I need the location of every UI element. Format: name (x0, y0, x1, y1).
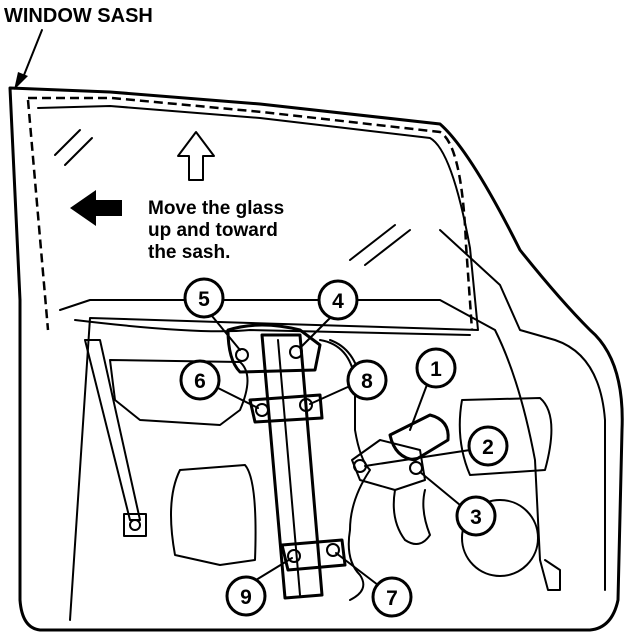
bolt-6 (255, 403, 269, 417)
svg-text:3: 3 (470, 506, 482, 529)
upper-glass-bracket (226, 323, 322, 374)
window-sash-seal-left (26, 99, 50, 331)
bolt-5 (235, 348, 249, 362)
regulator-rail (260, 333, 324, 600)
callout-7: 7 (335, 552, 413, 618)
motor-bolt-3 (409, 461, 423, 475)
door-outline (8, 86, 624, 632)
callout-3: 3 (419, 471, 497, 537)
sash-inner-outline (37, 105, 479, 621)
left-channel-bracket (123, 513, 147, 537)
service-hole-upper (109, 359, 249, 426)
bolt-8 (299, 398, 313, 412)
svg-text:4: 4 (332, 290, 344, 313)
svg-text:9: 9 (240, 586, 252, 609)
up-arrow (177, 131, 215, 181)
left-arrow (70, 190, 122, 226)
svg-text:1: 1 (430, 358, 442, 381)
mid-bracket (248, 393, 324, 424)
callout-9: 9 (225, 557, 293, 617)
svg-text:5: 5 (198, 288, 210, 311)
service-hole-lower (170, 464, 257, 566)
callout-4: 4 (299, 279, 359, 349)
left-run-channel (84, 339, 141, 521)
svg-text:8: 8 (361, 370, 373, 393)
door-front-edge (439, 229, 606, 591)
svg-text:2: 2 (482, 436, 494, 459)
service-hole-right (458, 397, 553, 476)
motor-mount-plate (351, 439, 426, 491)
callout-2: 2 (364, 425, 509, 467)
instruction-text: Move the glass up and toward the sash. (148, 198, 290, 263)
glass-reflection (54, 129, 411, 266)
window-sash-seal (28, 96, 474, 331)
callout-1: 1 (409, 347, 457, 431)
bolt-9 (287, 549, 301, 563)
callout-6: 6 (179, 359, 259, 409)
window-sash-label: WINDOW SASH (4, 5, 153, 27)
motor-harness (392, 489, 431, 545)
sash-pointer-arrow (14, 29, 43, 90)
instruction-line-2: up and toward (148, 220, 278, 241)
speaker-opening (461, 499, 539, 577)
instruction-line-3: the sash. (148, 242, 230, 263)
bolt-7 (326, 543, 340, 557)
bolt-4 (289, 345, 303, 359)
instruction-line-1: Move the glass (148, 198, 284, 219)
glass-bottom-edge (74, 319, 471, 336)
callout-5: 5 (183, 277, 241, 351)
callout-8: 8 (309, 359, 388, 405)
svg-text:7: 7 (386, 587, 398, 610)
regulator-motor (388, 413, 450, 462)
svg-text:6: 6 (194, 370, 206, 393)
